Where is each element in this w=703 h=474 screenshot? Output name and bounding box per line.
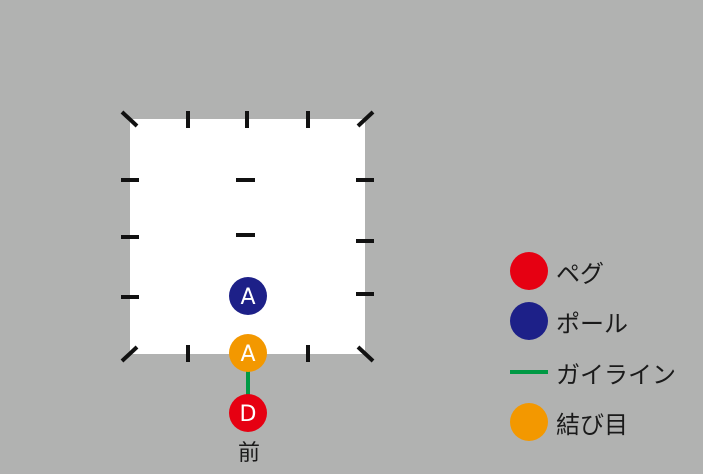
stake-mark-corner-tl [120,110,139,128]
legend-label-guyline: ガイライン [556,360,676,389]
peg-circle [229,394,267,432]
knot-circle [229,334,267,372]
stake-mark-corner-bl [120,345,139,363]
legend-label-peg: ペグ [556,259,604,288]
stake-marks [120,110,375,363]
legend-item-pole: ポール [510,301,628,341]
pole-swatch-icon [510,302,548,340]
legend-item-guyline: ガイライン [510,352,676,392]
marker-pole-top: A [229,277,267,315]
stake-mark-corner-br [356,345,375,363]
knot-label: A [240,342,255,367]
legend-item-peg: ペグ [510,251,604,291]
peg-swatch-icon [510,252,548,290]
legend-item-knot: 結び目 [510,402,628,442]
stake-mark-corner-tr [356,110,375,128]
pole-circle [229,277,267,315]
marker-knot: A [229,334,267,372]
knot-swatch-icon [510,403,548,441]
front-label: 前 [238,441,260,466]
legend-label-knot: 結び目 [556,410,628,439]
legend-label-pole: ポール [556,309,628,338]
pole-label: A [240,285,255,310]
marker-peg-front: D [229,394,267,432]
peg-label: D [240,402,257,427]
guyline-swatch-icon [510,370,548,374]
